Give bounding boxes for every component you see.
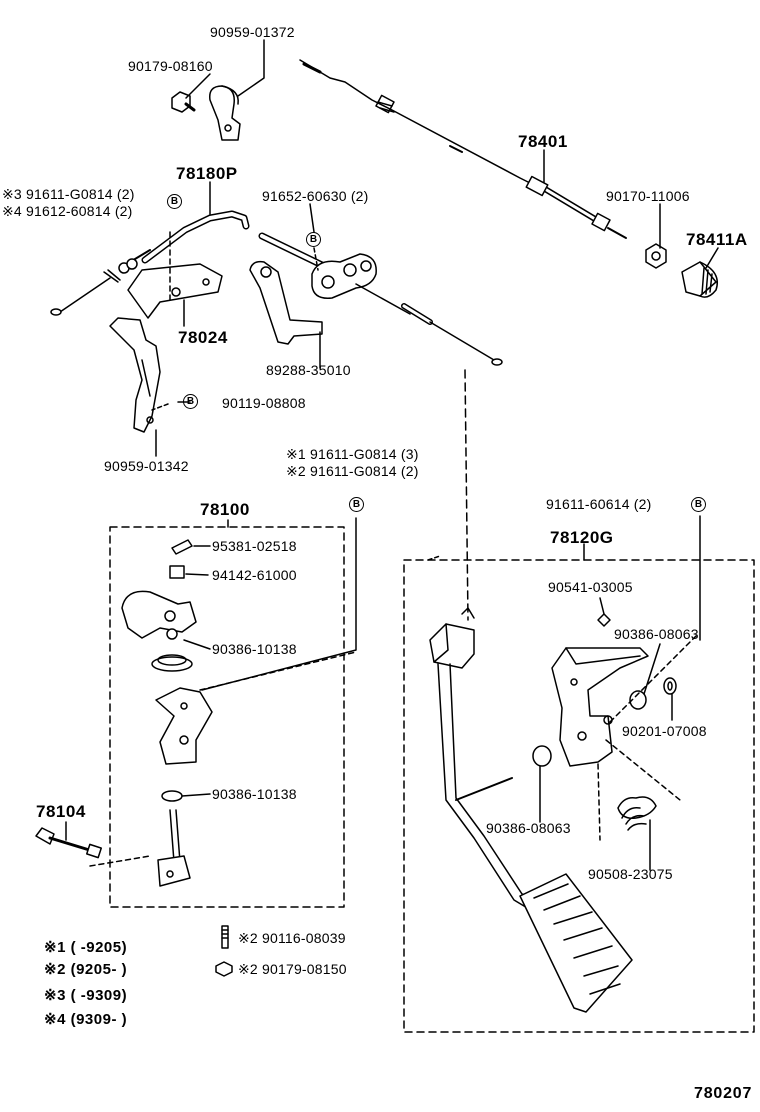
bolt-marker-b-5: B [691,497,706,512]
label-78120G: 78120G [550,528,614,547]
label-90179-08160: 90179-08160 [128,58,213,74]
note-2: ※2 (9205- ) [44,961,128,978]
sensor-assembly-78100 [121,539,213,887]
linkage-91652-60630 [258,232,503,366]
clip-90959-01372 [209,85,241,141]
label-90508-23075: 90508-23075 [588,866,673,882]
label-90386-10138-a: 90386-10138 [212,641,297,657]
dashed-leader-8 [427,555,441,561]
nut-90170-11006 [645,243,667,269]
accelerator-cable-78401 [299,59,627,239]
dashed-leader-7 [609,635,697,723]
lever-89288-35010 [249,260,323,345]
bolt-marker-b-2: B [306,232,321,247]
label-95381-02518: 95381-02518 [212,538,297,554]
group-box-78100 [109,526,345,908]
label-91652-60630: 91652-60630 (2) [262,188,369,204]
dashed-leader-2 [313,247,319,271]
label-78180P: 78180P [176,164,238,183]
label-90119-08808: 90119-08808 [222,395,306,411]
note-1: ※1 ( -9205) [44,939,128,956]
leader-lines [65,39,719,871]
stud-90116-08039 [221,925,229,949]
note-3: ※3 ( -9309) [44,987,128,1004]
support-90959-01342 [109,317,161,433]
label-90959-01342: 90959-01342 [104,458,189,474]
label-94142-61000: 94142-61000 [212,567,297,583]
bolt-marker-b-1: B [167,194,182,209]
pedal-assembly-78120G [429,607,677,1013]
note-4: ※4 (9309- ) [44,1011,128,1028]
label-90116-08039: ※2 90116-08039 [238,930,346,946]
cap-78411A [681,261,718,298]
dashed-leader-5 [89,855,151,867]
label-78104: 78104 [36,802,86,821]
label-78401: 78401 [518,132,568,151]
label-89288-35010: 89288-35010 [266,362,351,378]
bolt-marker-b-4: B [349,497,364,512]
figure-number: 780207 [694,1085,753,1102]
label-90170-11006: 90170-11006 [606,188,690,204]
group-box-78120G [403,559,755,1033]
bracket-78024 [127,263,223,319]
dashed-leader-3 [151,403,169,411]
label-78100: 78100 [200,500,250,519]
label-90386-10138-b: 90386-10138 [212,786,297,802]
label-90179-08150: ※2 90179-08150 [238,961,347,977]
dashed-leader-6 [597,739,681,841]
label-91611-G0814-s3: ※3 91611-G0814 (2) [2,186,135,202]
label-78024: 78024 [178,328,228,347]
rod-78180P [50,210,250,316]
bolt-marker-b-3: B [183,394,198,409]
label-91612-60814-s4: ※4 91612-60814 (2) [2,203,133,219]
dashed-link-cable [464,369,469,621]
bolt-90179-08160 [171,91,196,113]
label-90386-08063-b: 90386-08063 [486,820,571,836]
label-90386-08063-a: 90386-08063 [614,626,699,642]
label-90201-07008: 90201-07008 [622,723,707,739]
label-78411A: 78411A [686,230,748,249]
label-91611-60614: 91611-60614 (2) [546,496,652,512]
nut-90179-08150 [215,961,233,977]
label-90959-01372: 90959-01372 [210,24,295,40]
label-91611-G0814-s1: ※1 91611-G0814 (3) [286,446,419,462]
rod-78104 [35,827,103,859]
label-90541-03005: 90541-03005 [548,579,633,595]
label-91611-G0814-s2: ※2 91611-G0814 (2) [286,463,419,479]
